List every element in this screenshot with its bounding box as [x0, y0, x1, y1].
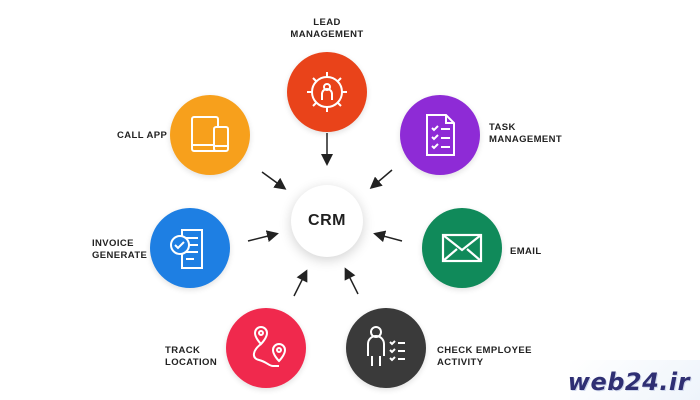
email-label: EMAIL [510, 246, 542, 257]
track-location-node [226, 308, 306, 388]
checklist-document-icon [426, 114, 455, 156]
crm-center-label: CRM [308, 212, 346, 229]
envelope-icon [441, 233, 483, 263]
call-app-label: CALL APP [117, 130, 168, 141]
crm-center: CRM [291, 185, 363, 257]
brand-watermark: web24.ir [567, 360, 700, 400]
tablet-phone-icon [191, 116, 229, 152]
task-management-label: TASK MANAGEMENT [489, 122, 563, 145]
lead-management-node [287, 52, 367, 132]
invoice-generate-label: INVOICE GENERATE [92, 238, 148, 261]
route-pin-icon [253, 326, 287, 367]
check-employee-activity-label: CHECK EMPLOYEE ACTIVITY [437, 345, 532, 368]
lead-management-label: LEAD MANAGEMENT [290, 17, 364, 40]
arrow-task [369, 169, 393, 189]
call-app-node [170, 95, 250, 175]
arrow-invoice [247, 230, 279, 243]
track-location-label: TRACK LOCATION [165, 345, 218, 368]
task-management-node [400, 95, 480, 175]
brand-logo-text: web24.ir [567, 368, 690, 396]
invoice-check-icon [170, 229, 203, 269]
gear-person-icon [307, 72, 347, 112]
check-employee-activity-node [346, 308, 426, 388]
arrow-email [373, 230, 403, 243]
email-node [422, 208, 502, 288]
arrow-track [293, 269, 308, 297]
invoice-generate-node [150, 208, 230, 288]
person-checklist-icon [367, 326, 405, 366]
arrow-employee [344, 267, 359, 295]
arrow-call [261, 171, 287, 190]
